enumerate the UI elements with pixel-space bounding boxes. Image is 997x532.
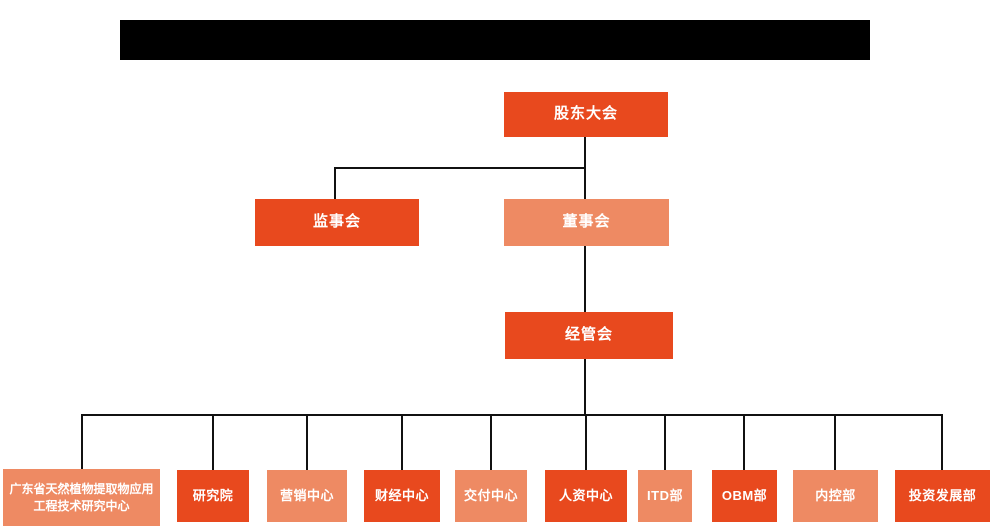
org-node-label-guangdong-natural-plant-extract-research-center: 广东省天然植物提取物应用工程技术研究中心 xyxy=(9,482,154,513)
org-node-internal-control-department: 内控部 xyxy=(793,470,878,522)
org-node-hr-center: 人资中心 xyxy=(545,470,627,522)
org-node-label-hr-center: 人资中心 xyxy=(558,488,613,504)
connector-directors-drop xyxy=(584,167,586,199)
connector-drop-itd-department xyxy=(664,414,666,470)
org-node-shareholders-meeting: 股东大会 xyxy=(504,92,668,137)
connector-drop-research-center xyxy=(81,414,83,470)
org-node-label-investment-development-department: 投资发展部 xyxy=(908,488,977,504)
org-node-label-internal-control-department: 内控部 xyxy=(815,488,856,504)
org-node-label-board-of-directors: 董事会 xyxy=(562,213,611,231)
org-node-label-obm-department: OBM部 xyxy=(721,488,768,504)
connector-drop-research-institute xyxy=(212,414,214,470)
connector-drop-investment-dev xyxy=(941,414,943,470)
connector-drop-delivery-center xyxy=(490,414,492,470)
org-node-label-itd-department: ITD部 xyxy=(647,488,683,504)
redacted-title-bar xyxy=(120,20,870,60)
connector-drop-internal-control xyxy=(834,414,836,470)
org-node-finance-center: 财经中心 xyxy=(364,470,440,522)
org-node-itd-department: ITD部 xyxy=(638,470,692,522)
connector-drop-hr-center xyxy=(585,414,587,470)
org-node-label-management-committee: 经管会 xyxy=(564,326,613,344)
org-node-supervisory-board: 监事会 xyxy=(255,199,419,246)
org-node-obm-department: OBM部 xyxy=(712,470,777,522)
connector-directors-to-management xyxy=(584,246,586,312)
connector-drop-marketing-center xyxy=(306,414,308,470)
org-node-label-supervisory-board: 监事会 xyxy=(312,213,361,231)
connector-management-drop xyxy=(584,359,586,415)
connector-level4-horizontal xyxy=(81,414,943,416)
connector-drop-finance-center xyxy=(401,414,403,470)
org-node-guangdong-natural-plant-extract-research-center: 广东省天然植物提取物应用工程技术研究中心 xyxy=(3,469,160,526)
connector-supervisory-drop xyxy=(334,167,336,199)
org-node-marketing-center: 营销中心 xyxy=(267,470,347,522)
org-node-label-finance-center: 财经中心 xyxy=(374,488,429,504)
org-node-delivery-center: 交付中心 xyxy=(455,470,527,522)
org-node-board-of-directors: 董事会 xyxy=(504,199,669,246)
org-node-label-research-institute: 研究院 xyxy=(192,488,234,504)
connector-drop-obm-department xyxy=(743,414,745,470)
connector-shareholders-drop xyxy=(584,137,586,167)
org-node-investment-development-department: 投资发展部 xyxy=(895,470,990,522)
org-node-label-shareholders-meeting: 股东大会 xyxy=(553,105,618,123)
connector-level2-horizontal xyxy=(334,167,586,169)
org-node-label-delivery-center: 交付中心 xyxy=(463,488,518,504)
org-node-research-institute: 研究院 xyxy=(177,470,249,522)
org-node-management-committee: 经管会 xyxy=(505,312,673,359)
org-node-label-marketing-center: 营销中心 xyxy=(279,488,334,504)
